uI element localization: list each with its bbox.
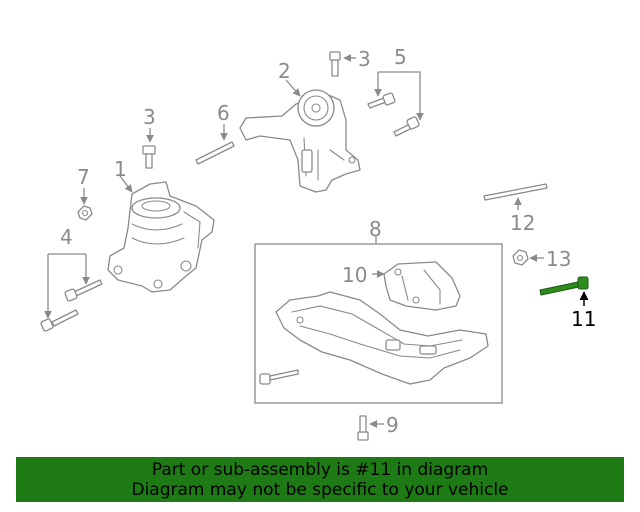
- callout-10: 10: [342, 263, 367, 287]
- part-3-bolt-left[interactable]: [142, 145, 156, 169]
- banner-line-2: Diagram may not be specific to your vehi…: [131, 480, 509, 500]
- leader-lines: [44, 54, 589, 428]
- part-8-crossmember[interactable]: [275, 291, 489, 385]
- info-banner: Part or sub-assembly is #11 in diagram D…: [16, 457, 624, 502]
- part-6-stud[interactable]: [195, 141, 235, 165]
- callout-9: 9: [386, 413, 399, 437]
- part-8-bolt[interactable]: [259, 369, 299, 385]
- callout-3-upper: 3: [358, 47, 371, 71]
- callout-7: 7: [77, 165, 90, 189]
- part-13-nut[interactable]: [512, 249, 529, 266]
- callout-6: 6: [217, 101, 230, 125]
- callout-8: 8: [369, 217, 382, 241]
- callout-2: 2: [278, 59, 291, 83]
- callout-4: 4: [60, 225, 73, 249]
- callout-11-active: 11: [571, 307, 596, 331]
- part-3-bolt-upper[interactable]: [329, 51, 341, 77]
- part-11-bolt-highlighted[interactable]: [539, 276, 589, 296]
- part-8-assembly-frame: [254, 243, 503, 404]
- callout-13: 13: [546, 247, 571, 271]
- part-5-bolt-a[interactable]: [367, 92, 396, 109]
- part-4-bolt-b[interactable]: [40, 309, 79, 332]
- part-7-nut[interactable]: [77, 205, 93, 221]
- callout-1: 1: [114, 157, 127, 181]
- part-9-bolt[interactable]: [357, 415, 369, 441]
- part-4-bolt-a[interactable]: [64, 279, 103, 302]
- part-10-bracket[interactable]: [383, 261, 461, 311]
- part-5-bolt-b[interactable]: [393, 116, 420, 137]
- callout-3-left: 3: [143, 105, 156, 129]
- parts-diagram: 2 3 5 3 6 1 7 4 8 10 12 13 11 9: [40, 45, 596, 441]
- banner-line-1: Part or sub-assembly is #11 in diagram: [151, 460, 489, 480]
- part-1-engine-mount[interactable]: [107, 181, 215, 293]
- part-12-stud[interactable]: [483, 183, 548, 201]
- callout-5: 5: [394, 45, 407, 69]
- callout-12: 12: [510, 211, 535, 235]
- part-2-mount-bracket[interactable]: [239, 89, 361, 193]
